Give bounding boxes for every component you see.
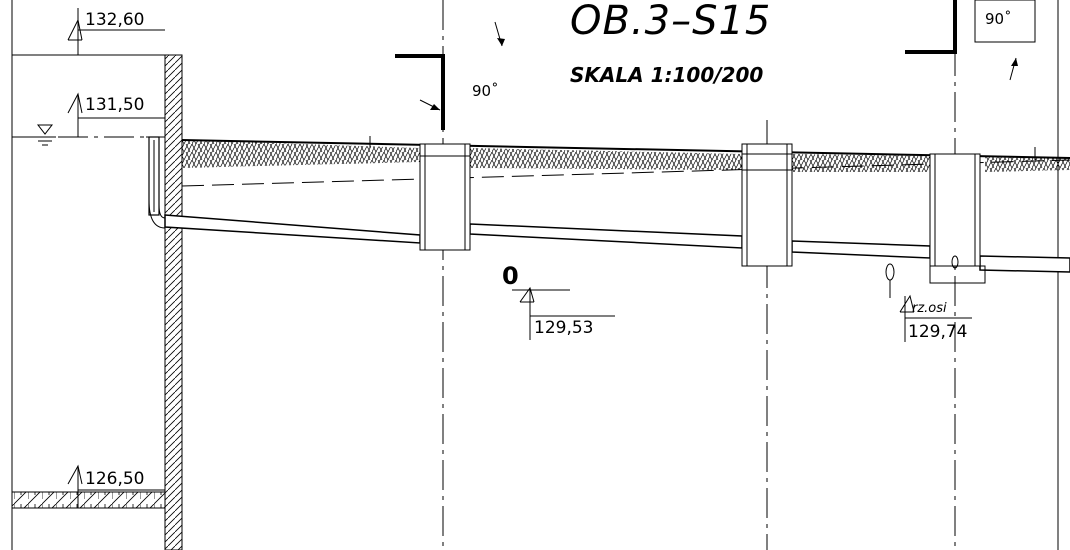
invert-level-left: 0 129,53 [502,262,615,340]
riser-pipe [146,136,166,229]
axis-note-label: rz.osi [912,301,947,316]
invert-level-right: rz.osi 129,74 [885,263,972,342]
manhole-3 [929,153,986,284]
level-mark-bottom: 126,50 [67,464,165,508]
angle-left-label: 90˚ [472,82,499,100]
chamber-wall [11,54,183,550]
zero-mark: 0 [502,262,519,290]
level-top-label: 132,60 [85,10,144,30]
level-mark-water: 131,50 [67,92,165,137]
section-mark-left: 90˚ [395,21,505,130]
drawing-scale: SKALA 1:100/200 [570,63,763,87]
angle-right-label: 90˚ [985,10,1012,28]
section-mark-right: 90˚ [905,0,1036,81]
invert-left-label: 129,53 [534,318,593,338]
manhole-2 [741,143,793,267]
drawing-title: OB.3–S15 [570,0,771,44]
level-water-label: 131,50 [85,95,144,115]
soil-layer [181,136,1070,187]
manhole-1 [419,143,471,251]
invert-right-label: 129,74 [908,322,967,342]
level-bottom-label: 126,50 [85,469,144,489]
pipeline [164,214,1070,273]
level-mark-top: 132,60 [67,8,165,55]
water-symbol [34,124,56,146]
